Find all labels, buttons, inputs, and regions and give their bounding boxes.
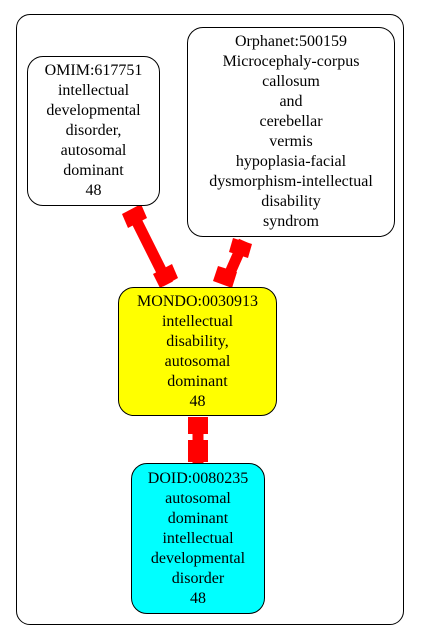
edge-orphanet-to-mondo — [213, 238, 252, 288]
node-text-line: disorder, — [65, 122, 122, 139]
node-orphanet-500159[interactable]: Orphanet:500159 Microcephaly-corpus call… — [187, 27, 395, 237]
node-text-line: autosomal — [165, 489, 231, 507]
node-count: 48 — [190, 589, 206, 607]
node-text-line: vermis — [269, 133, 313, 150]
node-text-line: disability, — [166, 332, 229, 350]
node-text-line: cerebellar — [259, 113, 323, 130]
cluster-frame — [16, 14, 404, 625]
edge-tail-marker — [188, 417, 208, 434]
node-count: 48 — [85, 182, 102, 199]
edge-head-marker — [213, 266, 237, 288]
node-mondo-0030913[interactable]: MONDO:0030913 intellectual disability, a… — [118, 287, 277, 416]
edge-mondo-to-doid — [188, 417, 208, 463]
node-text-line: dominant — [167, 372, 228, 390]
edge-tail-marker — [229, 238, 252, 258]
node-id-label: OMIM:617751 — [44, 62, 143, 79]
node-text-line: dominant — [63, 162, 124, 179]
node-id-label: Orphanet:500159 — [235, 33, 347, 50]
edge-omim-to-mondo — [122, 204, 178, 288]
node-text-line: callosum — [262, 73, 320, 90]
node-text-line: Microcephaly-corpus — [222, 53, 360, 70]
edge-tail-marker — [122, 204, 147, 228]
node-text-line: developmental — [150, 549, 246, 567]
node-doid-0080235[interactable]: DOID:0080235 autosomal dominant intellec… — [131, 463, 265, 614]
node-omim-617751[interactable]: OMIM:617751 intellectual developmental d… — [27, 56, 160, 206]
node-text-line: autosomal — [164, 352, 231, 370]
node-text-line: and — [279, 93, 303, 110]
node-text-line: intellectual — [162, 529, 234, 547]
edge-head-marker — [188, 440, 208, 462]
node-text-line: syndrom — [263, 213, 319, 230]
node-text-line: hypoplasia-facial — [235, 153, 347, 170]
node-count: 48 — [189, 392, 206, 410]
node-text-line: intellectual — [57, 82, 130, 99]
node-text-line: disorder — [171, 569, 225, 587]
node-id-label: DOID:0080235 — [147, 469, 249, 487]
node-text-line: dysmorphism-intellectual — [209, 173, 373, 190]
node-text-line: intellectual — [161, 312, 234, 330]
edge-head-marker — [153, 264, 178, 288]
node-text-line: autosomal — [60, 142, 127, 159]
node-text-line: dominant — [167, 509, 229, 527]
node-text-line: disability — [261, 193, 321, 210]
node-id-label: MONDO:0030913 — [137, 292, 258, 310]
node-text-line: developmental — [46, 102, 141, 119]
